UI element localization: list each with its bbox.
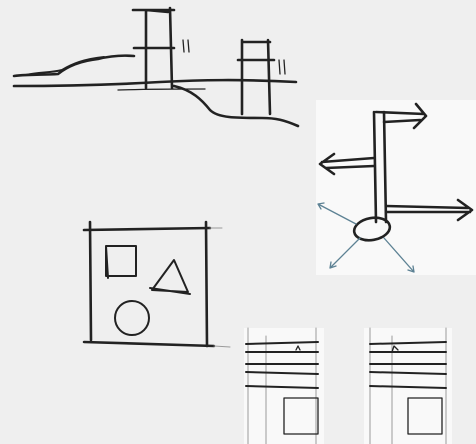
ray-upper-left — [318, 203, 356, 224]
slope-curve — [174, 86, 298, 126]
vertical-stem — [374, 112, 386, 222]
sheet-left-hook — [296, 346, 300, 350]
branching-arrows-sketch — [318, 104, 472, 272]
sheet-right-lines — [370, 342, 446, 388]
triangle-shape — [150, 260, 190, 294]
horizon-line-echo — [118, 89, 205, 90]
hub-ellipse — [352, 215, 391, 243]
terrain-ridge-line-upper — [26, 57, 104, 75]
frame-right — [206, 222, 207, 346]
frame-bottom-guide — [214, 346, 230, 347]
ray-lower-left — [330, 238, 360, 268]
tower-left — [133, 8, 174, 88]
circle-shape — [115, 301, 149, 335]
square-shape — [106, 246, 136, 278]
sheet-left-lines — [246, 342, 318, 388]
tower-left-marker — [183, 40, 189, 52]
hatched-square-left — [284, 398, 318, 434]
terrain-with-towers-sketch — [14, 8, 298, 126]
ray-lower-right — [384, 238, 414, 272]
frame-left — [90, 222, 91, 340]
horizon-line — [14, 80, 296, 86]
framed-shapes-sketch — [84, 222, 230, 347]
tower-right-marker — [279, 60, 285, 74]
arrow-left — [320, 154, 374, 174]
tower-right — [238, 40, 274, 114]
frame-bottom — [84, 342, 214, 346]
frame-top — [84, 228, 210, 230]
hatched-square-right — [408, 398, 442, 434]
stacked-sheet-with-hatched-square-sketch-right — [370, 328, 446, 444]
arrow-right — [386, 200, 472, 220]
stacked-sheet-with-hatched-square-sketch — [246, 328, 318, 444]
